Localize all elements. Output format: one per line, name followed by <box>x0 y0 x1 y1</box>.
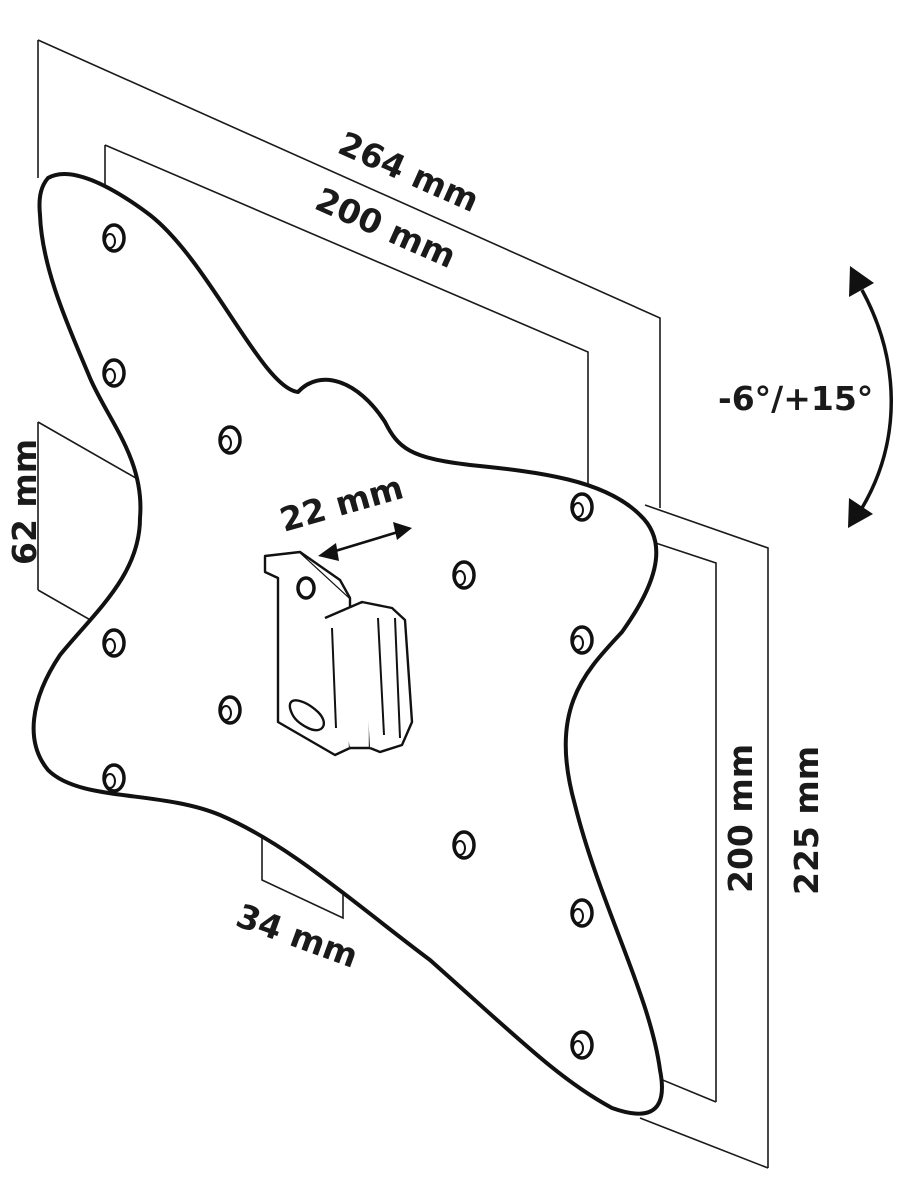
tilt-range-label: -6°/+15° <box>718 379 873 418</box>
height-inner-label: 200 mm <box>721 744 760 893</box>
outer-dimension-frame <box>37 39 769 1169</box>
mounting-holes <box>102 223 594 1060</box>
mounting-hole-icon <box>218 425 242 455</box>
mounting-hole-icon <box>102 763 126 793</box>
mounting-hole-icon <box>102 628 126 658</box>
bracket-height-label: 62 mm <box>5 439 44 565</box>
mounting-hole-icon <box>102 358 126 388</box>
height-outer-label: 225 mm <box>787 746 826 895</box>
mounting-hole-icon <box>570 492 594 522</box>
mounting-hole-icon <box>452 830 476 860</box>
hanging-bracket <box>263 550 414 757</box>
mounting-hole-icon <box>102 223 126 253</box>
mounting-hole-icon <box>570 1030 594 1060</box>
mounting-hole-icon <box>570 898 594 928</box>
bracket-width-arrow-icon <box>318 522 412 561</box>
mounting-hole-icon <box>570 625 594 655</box>
mounting-hole-icon <box>218 695 242 725</box>
mounting-hole-icon <box>452 560 476 590</box>
tilt-arrow-icon <box>848 266 893 528</box>
